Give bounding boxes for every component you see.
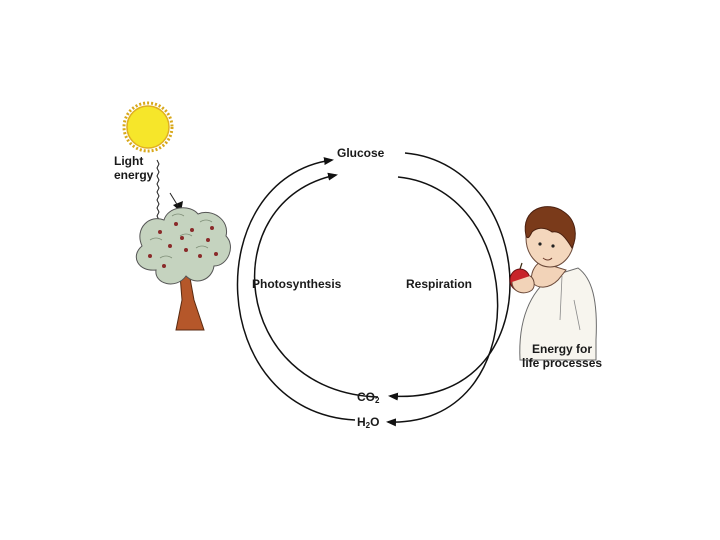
photosynthesis-arc-outer bbox=[236, 157, 356, 421]
glucose-label: Glucose bbox=[337, 146, 385, 160]
respiration-arc-outer bbox=[388, 152, 511, 401]
tree-icon bbox=[135, 207, 231, 331]
photosynthesis-label: Photosynthesis bbox=[252, 277, 342, 291]
h2o-label: H2O bbox=[357, 415, 380, 430]
respiration-arc-inner bbox=[386, 176, 499, 427]
boy-eating-apple-icon bbox=[509, 206, 597, 361]
sun-icon bbox=[122, 101, 174, 153]
energy-for-life-label: Energy for life processes bbox=[522, 342, 603, 370]
light-energy-label: Light energy bbox=[114, 154, 154, 182]
light-ray-arrow bbox=[156, 159, 160, 221]
co2-label: CO2 bbox=[357, 390, 380, 405]
photosynthesis-arc-inner bbox=[253, 172, 379, 398]
respiration-label: Respiration bbox=[406, 277, 473, 291]
